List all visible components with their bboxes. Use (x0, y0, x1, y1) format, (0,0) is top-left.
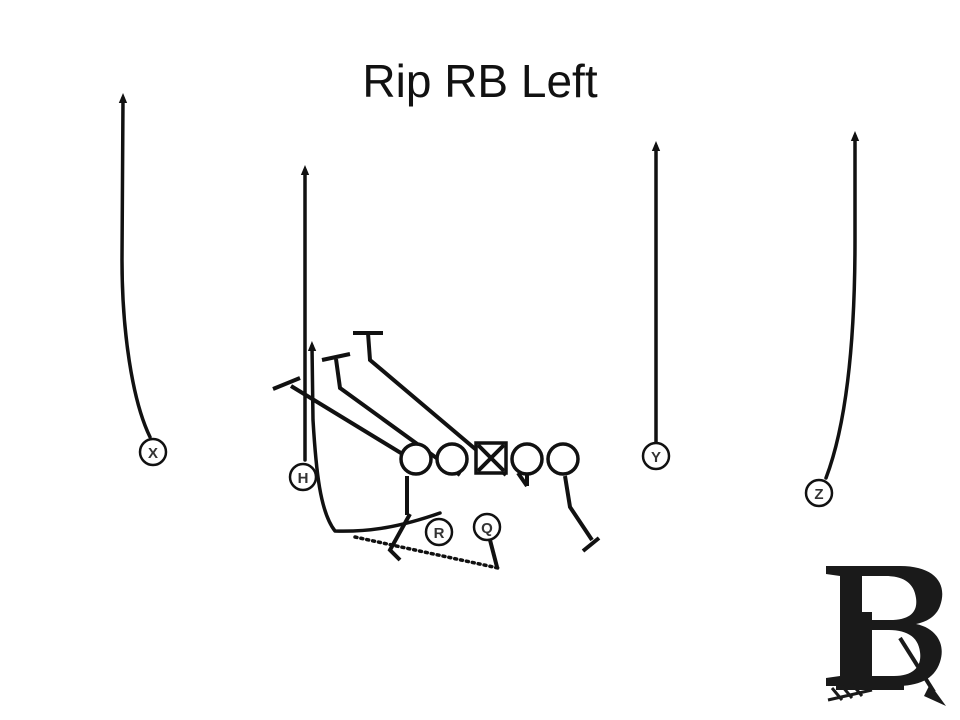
handoff-line (353, 535, 500, 570)
rt-block-end (581, 536, 601, 553)
right-tackle (546, 442, 580, 476)
player-r-label: R (434, 525, 445, 542)
left-tackle (399, 442, 433, 476)
rt-block (563, 475, 594, 542)
arrowhead-icon (924, 684, 946, 706)
rg-block-tail (516, 471, 529, 488)
logo-letter-b (826, 566, 943, 686)
right-guard (510, 442, 544, 476)
player-z: Z (804, 478, 834, 508)
team-logo (826, 566, 946, 706)
player-q-label: Q (481, 520, 493, 537)
left-guard (435, 442, 469, 476)
player-x: X (138, 437, 168, 467)
q-drop (488, 539, 499, 568)
arrow-icon (898, 636, 936, 694)
z-route (824, 131, 860, 480)
logo-letter-l (836, 612, 904, 690)
player-r: R (424, 517, 454, 547)
player-h: H (288, 462, 318, 492)
player-y: Y (641, 441, 671, 471)
play-title: Rip RB Left (362, 55, 598, 107)
x-route (118, 93, 152, 439)
player-q: Q (472, 512, 502, 542)
player-y-label: Y (651, 449, 661, 466)
center-x-mark (476, 443, 506, 473)
lg-block-end (321, 352, 351, 362)
player-h-label: H (298, 470, 309, 487)
player-z-label: Z (814, 486, 823, 503)
r-block (387, 513, 412, 562)
lt-block (289, 384, 416, 463)
fletching-icon (827, 683, 873, 702)
lt-block-end (272, 376, 301, 391)
c-block (366, 332, 508, 477)
player-x-label: X (148, 445, 158, 462)
